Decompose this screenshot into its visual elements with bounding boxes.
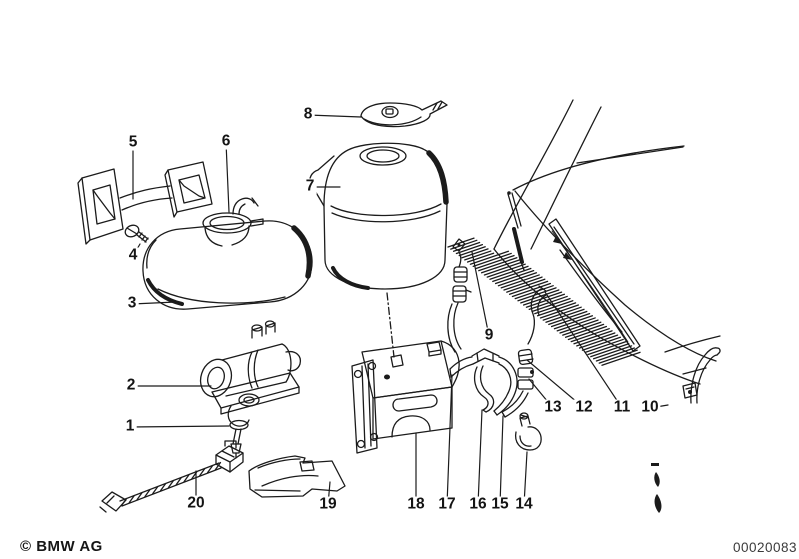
callout-19: 19 [317,495,339,513]
hose-clamp [514,412,542,451]
check-valve [227,405,250,459]
reservoir-cap [360,100,448,128]
screw [124,224,149,243]
spray-nozzle-and-fittings [447,238,472,353]
callout-11: 11 [611,398,633,416]
callout-13: 13 [542,398,564,416]
washer-pump [199,320,302,415]
callout-20: 20 [185,494,207,512]
callout-14: 14 [513,495,535,513]
left-wiper-arm [507,191,525,271]
washer-fluid-container [309,142,449,358]
callout-5: 5 [126,133,140,151]
callout-7: 7 [303,177,317,195]
hood-washer-hose [682,347,721,404]
callout-6: 6 [219,132,233,150]
callout-12: 12 [573,398,595,416]
callout-17: 17 [436,495,458,513]
callout-16: 16 [467,495,489,513]
callout-8: 8 [301,105,315,123]
callout-10: 10 [639,398,661,416]
print-marks [651,463,662,513]
drawing-number: 00020083 [733,540,798,555]
cowl-hatch-band [447,237,641,366]
callout-1: 1 [123,417,137,435]
hose-fittings-right [501,285,547,418]
mounting-strap [77,161,213,245]
right-wiper-blade [548,218,641,352]
callout-18: 18 [405,495,427,513]
bracket-cover [248,455,346,498]
callout-9: 9 [482,326,496,344]
callout-3: 3 [125,294,139,312]
copyright-text: © BMW AG [20,538,103,555]
washer-fluid-reservoir [142,197,313,310]
callout-2: 2 [124,376,138,394]
callout-15: 15 [489,495,511,513]
leader-lines [129,114,669,506]
callout-4: 4 [126,246,140,264]
washer-hoses [449,348,518,416]
